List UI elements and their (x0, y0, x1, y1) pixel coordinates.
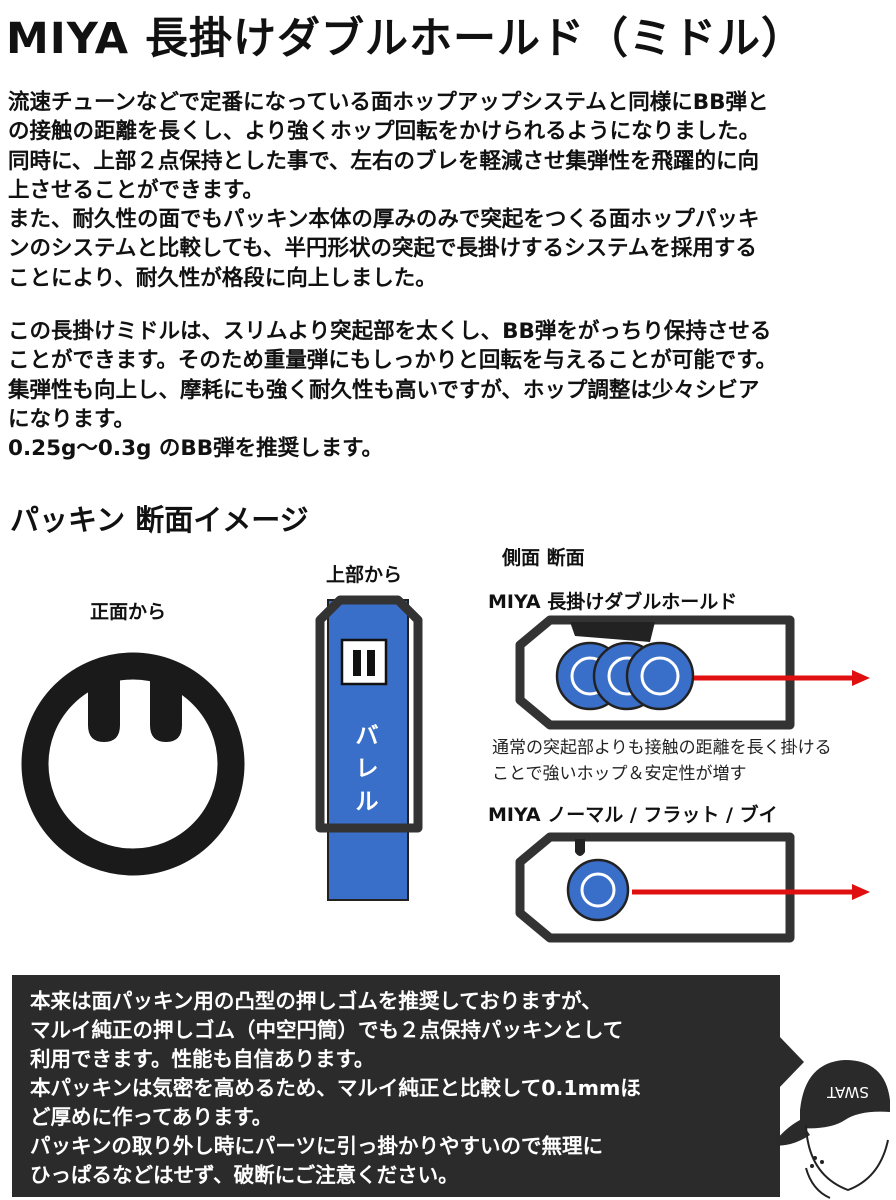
note-text: 本来は面パッキン用の凸型の押しゴムを推奨しておりますが、 マルイ純正の押しゴム（… (30, 989, 641, 1187)
section-title: パッキン 断面イメージ (10, 503, 309, 537)
top-view-label: 上部から (326, 564, 403, 586)
miya-long-hold-label: MIYA 長掛けダブルホールド (488, 591, 738, 613)
bb-rotation-icon (566, 858, 630, 922)
front-view-label: 正面から (90, 601, 167, 623)
long-hold-caption: 通常の突起部よりも接触の距離を長く掛ける ことで強いホップ＆安定性が増す (492, 738, 832, 784)
red-arrow-icon (632, 884, 870, 900)
page-title: MIYA 長掛けダブルホールド（ミドル） (6, 14, 806, 64)
red-arrow-icon (694, 670, 870, 686)
bb-rotation-icon (625, 641, 695, 711)
miya-normal-label: MIYA ノーマル / フラット / ブイ (488, 804, 778, 826)
barrel-label: バ レ ル (355, 723, 379, 815)
speech-bubble-tail (778, 1035, 804, 1089)
description-paragraph-1: 流速チューンなどで定番になっている面ホップアップシステムと同様にBB弾と の接触… (8, 90, 769, 291)
cap-logo-text: SWAT (826, 1083, 869, 1101)
note-box (12, 975, 780, 1197)
side-section-label: 側面 断面 (502, 547, 585, 569)
description-paragraph-2: この長掛けミドルは、スリムより突起部を太くし、BB弾をがっちり保持させる ことが… (8, 319, 778, 462)
